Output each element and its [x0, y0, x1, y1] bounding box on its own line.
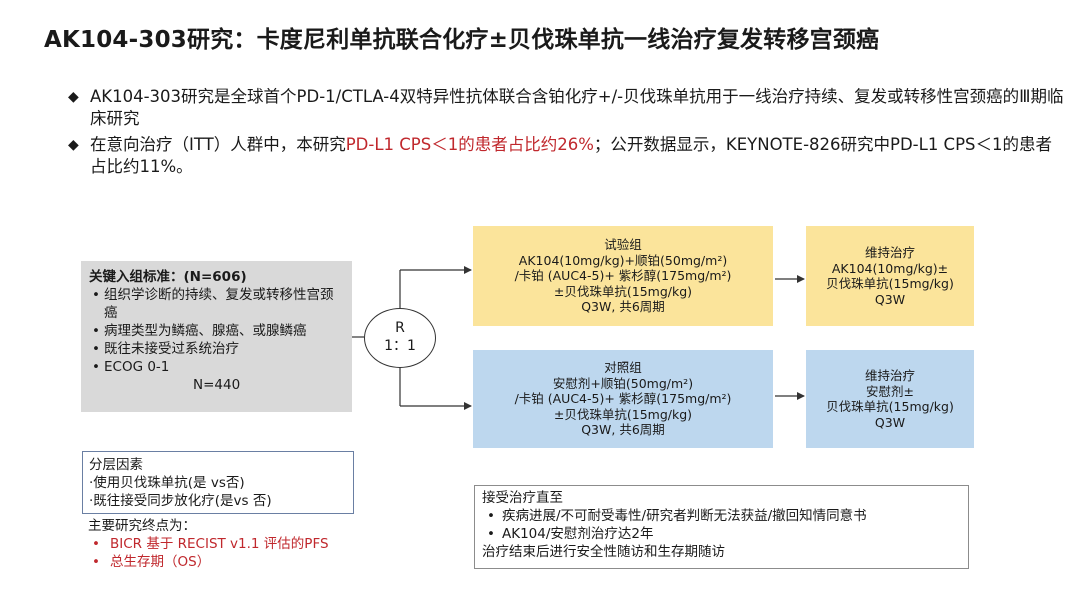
- criteria-list: 组织学诊断的持续、复发或转移性宫颈癌 病理类型为鳞癌、腺癌、或腺鳞癌 既往未接受…: [89, 286, 344, 376]
- inclusion-criteria-box: 关键入组标准：(N=606) 组织学诊断的持续、复发或转移性宫颈癌 病理类型为鳞…: [81, 261, 352, 412]
- bullet-2-post: ；公开数据显示，KEYNOTE-826研究中PD-L1 CPS＜1的患者占比约1…: [90, 135, 1052, 176]
- experimental-line: AK104(10mg/kg)+顺铂(50mg/m²): [518, 252, 728, 268]
- treatment-heading: 接受治疗直至: [482, 490, 563, 506]
- criteria-item: 既往未接受过系统治疗: [89, 340, 344, 358]
- treatment-item: 疾病进展/不可耐受毒性/研究者判断无法获益/撤回知情同意书: [482, 507, 961, 525]
- bullet-1-text: AK104-303研究是全球首个PD-1/CTLA-4双特异性抗体联合含铂化疗+…: [90, 87, 1064, 128]
- maint-ctl-label: 维持治疗: [864, 368, 915, 383]
- criteria-item: 组织学诊断的持续、复发或转移性宫颈癌: [89, 286, 344, 322]
- endpoints-heading: 主要研究终点为：: [88, 518, 196, 534]
- control-line: 安慰剂+顺铂(50mg/m²): [552, 375, 694, 391]
- criteria-item: ECOG 0-1: [89, 358, 344, 376]
- sample-size: N=440: [193, 377, 241, 393]
- bullet-2: ◆ 在意向治疗（ITT）人群中，本研究PD-L1 CPS＜1的患者占比约26%；…: [68, 134, 1068, 178]
- maintenance-experimental-box: 维持治疗 AK104(10mg/kg)± 贝伐珠单抗(15mg/kg) Q3W: [806, 226, 974, 326]
- maint-ctl-line: Q3W: [874, 414, 906, 430]
- criteria-item: 病理类型为鳞癌、腺癌、或腺鳞癌: [89, 322, 344, 340]
- experimental-line: /卡铂 (AUC4-5)+ 紫杉醇(175mg/m²): [514, 268, 732, 284]
- randomization-ratio: 1：1: [384, 338, 416, 354]
- maintenance-control-box: 维持治疗 安慰剂± 贝伐珠单抗(15mg/kg) Q3W: [806, 350, 974, 448]
- bullet-1: ◆ AK104-303研究是全球首个PD-1/CTLA-4双特异性抗体联合含铂化…: [68, 86, 1068, 130]
- experimental-arm-box: 试验组 AK104(10mg/kg)+顺铂(50mg/m²) /卡铂 (AUC4…: [473, 226, 773, 326]
- experimental-line: Q3W, 共6周期: [581, 299, 665, 315]
- maint-exp-line: AK104(10mg/kg)±: [831, 260, 949, 276]
- stratification-heading: 分层因素: [89, 457, 143, 473]
- treatment-item: AK104/安慰剂治疗达2年: [482, 525, 961, 543]
- maint-ctl-line: 安慰剂±: [866, 383, 914, 399]
- maint-ctl-line: 贝伐珠单抗(15mg/kg): [826, 399, 954, 414]
- maint-exp-line: Q3W: [874, 291, 906, 307]
- experimental-line: ±贝伐珠单抗(15mg/kg): [553, 283, 693, 299]
- treatment-duration-box: 接受治疗直至 疾病进展/不可耐受毒性/研究者判断无法获益/撤回知情同意书 AK1…: [474, 485, 969, 569]
- endpoint-item: 总生存期（OS）: [88, 553, 388, 571]
- control-line: Q3W, 共6周期: [581, 422, 665, 438]
- bullet-2-pre: 在意向治疗（ITT）人群中，本研究: [90, 135, 346, 154]
- stratification-item: ·使用贝伐珠单抗(是 vs否): [89, 475, 245, 491]
- control-arm-box: 对照组 安慰剂+顺铂(50mg/m²) /卡铂 (AUC4-5)+ 紫杉醇(17…: [473, 350, 773, 448]
- maint-exp-line: 贝伐珠单抗(15mg/kg): [826, 276, 954, 291]
- experimental-label: 试验组: [604, 237, 642, 253]
- randomization-circle: R 1：1: [364, 308, 436, 368]
- endpoints-section: 主要研究终点为： BICR 基于 RECIST v1.1 评估的PFS 总生存期…: [88, 517, 388, 571]
- randomization-label: R: [395, 320, 405, 336]
- control-line: ±贝伐珠单抗(15mg/kg): [553, 406, 693, 422]
- control-line: /卡铂 (AUC4-5)+ 紫杉醇(175mg/m²): [514, 391, 732, 407]
- stratification-item: ·既往接受同步放化疗(是vs 否): [89, 493, 272, 509]
- stratification-box: 分层因素 ·使用贝伐珠单抗(是 vs否) ·既往接受同步放化疗(是vs 否): [82, 451, 354, 514]
- endpoint-item: BICR 基于 RECIST v1.1 评估的PFS: [88, 535, 388, 553]
- page-title: AK104-303研究：卡度尼利单抗联合化疗±贝伐珠单抗一线治疗复发转移宫颈癌: [44, 27, 880, 53]
- treatment-footer: 治疗结束后进行安全性随访和生存期随访: [482, 544, 725, 560]
- bullet-2-highlight: PD-L1 CPS＜1的患者占比约26%: [345, 135, 594, 154]
- control-label: 对照组: [604, 360, 642, 376]
- diamond-bullet-icon: ◆: [68, 89, 79, 105]
- intro-bullets: ◆ AK104-303研究是全球首个PD-1/CTLA-4双特异性抗体联合含铂化…: [68, 86, 1068, 182]
- criteria-heading: 关键入组标准：(N=606): [89, 269, 247, 285]
- maint-exp-label: 维持治疗: [864, 245, 915, 260]
- diamond-bullet-icon: ◆: [68, 137, 79, 153]
